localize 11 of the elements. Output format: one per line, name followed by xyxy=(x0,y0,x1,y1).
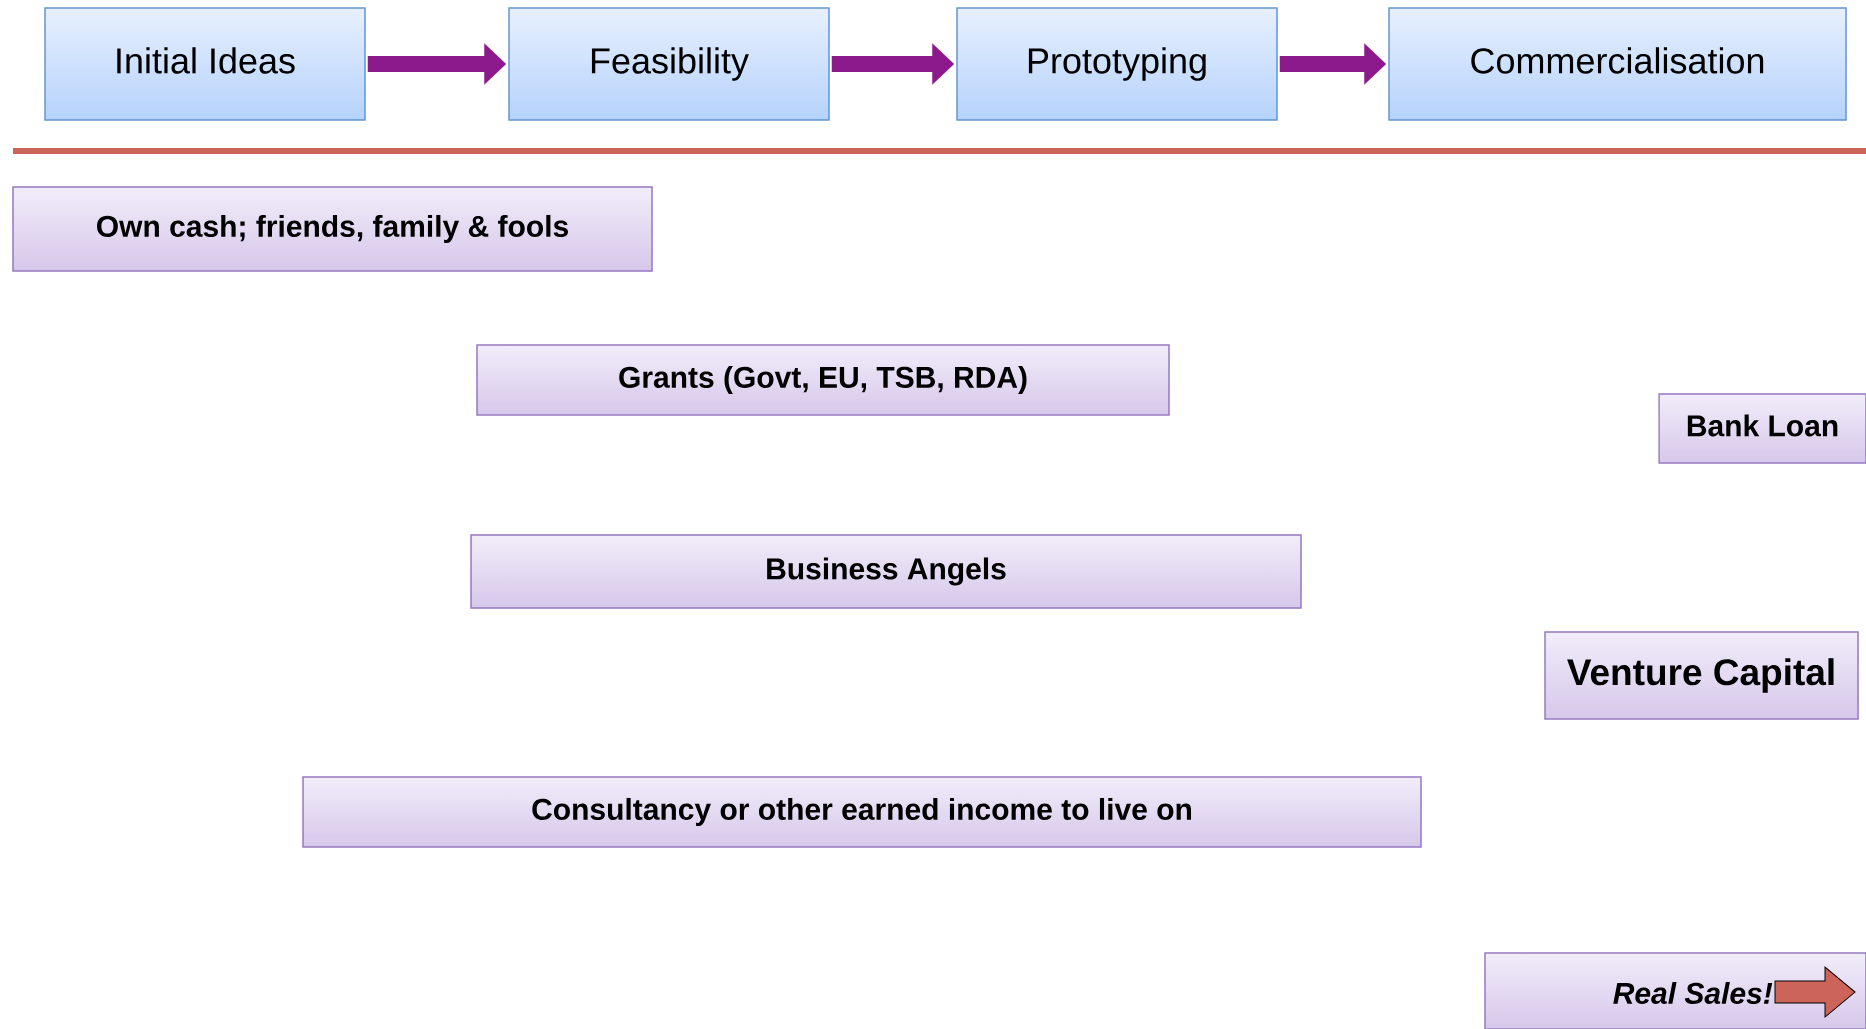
stage-box: Initial Ideas xyxy=(44,7,366,121)
funding-box: Bank Loan xyxy=(1658,393,1866,464)
funding-box: Venture Capital xyxy=(1544,631,1859,720)
funding-box: Consultancy or other earned income to live on xyxy=(302,776,1422,848)
stage-box: Feasibility xyxy=(508,7,830,121)
stage-box: Prototyping xyxy=(956,7,1278,121)
funding-box: Own cash; friends, family & fools xyxy=(12,186,653,272)
funding-box: Business Angels xyxy=(470,534,1302,609)
funding-box: Grants (Govt, EU, TSB, RDA) xyxy=(476,344,1170,416)
stage-box: Commercialisation xyxy=(1388,7,1847,121)
funding-box: Real Sales! xyxy=(1484,952,1866,1029)
